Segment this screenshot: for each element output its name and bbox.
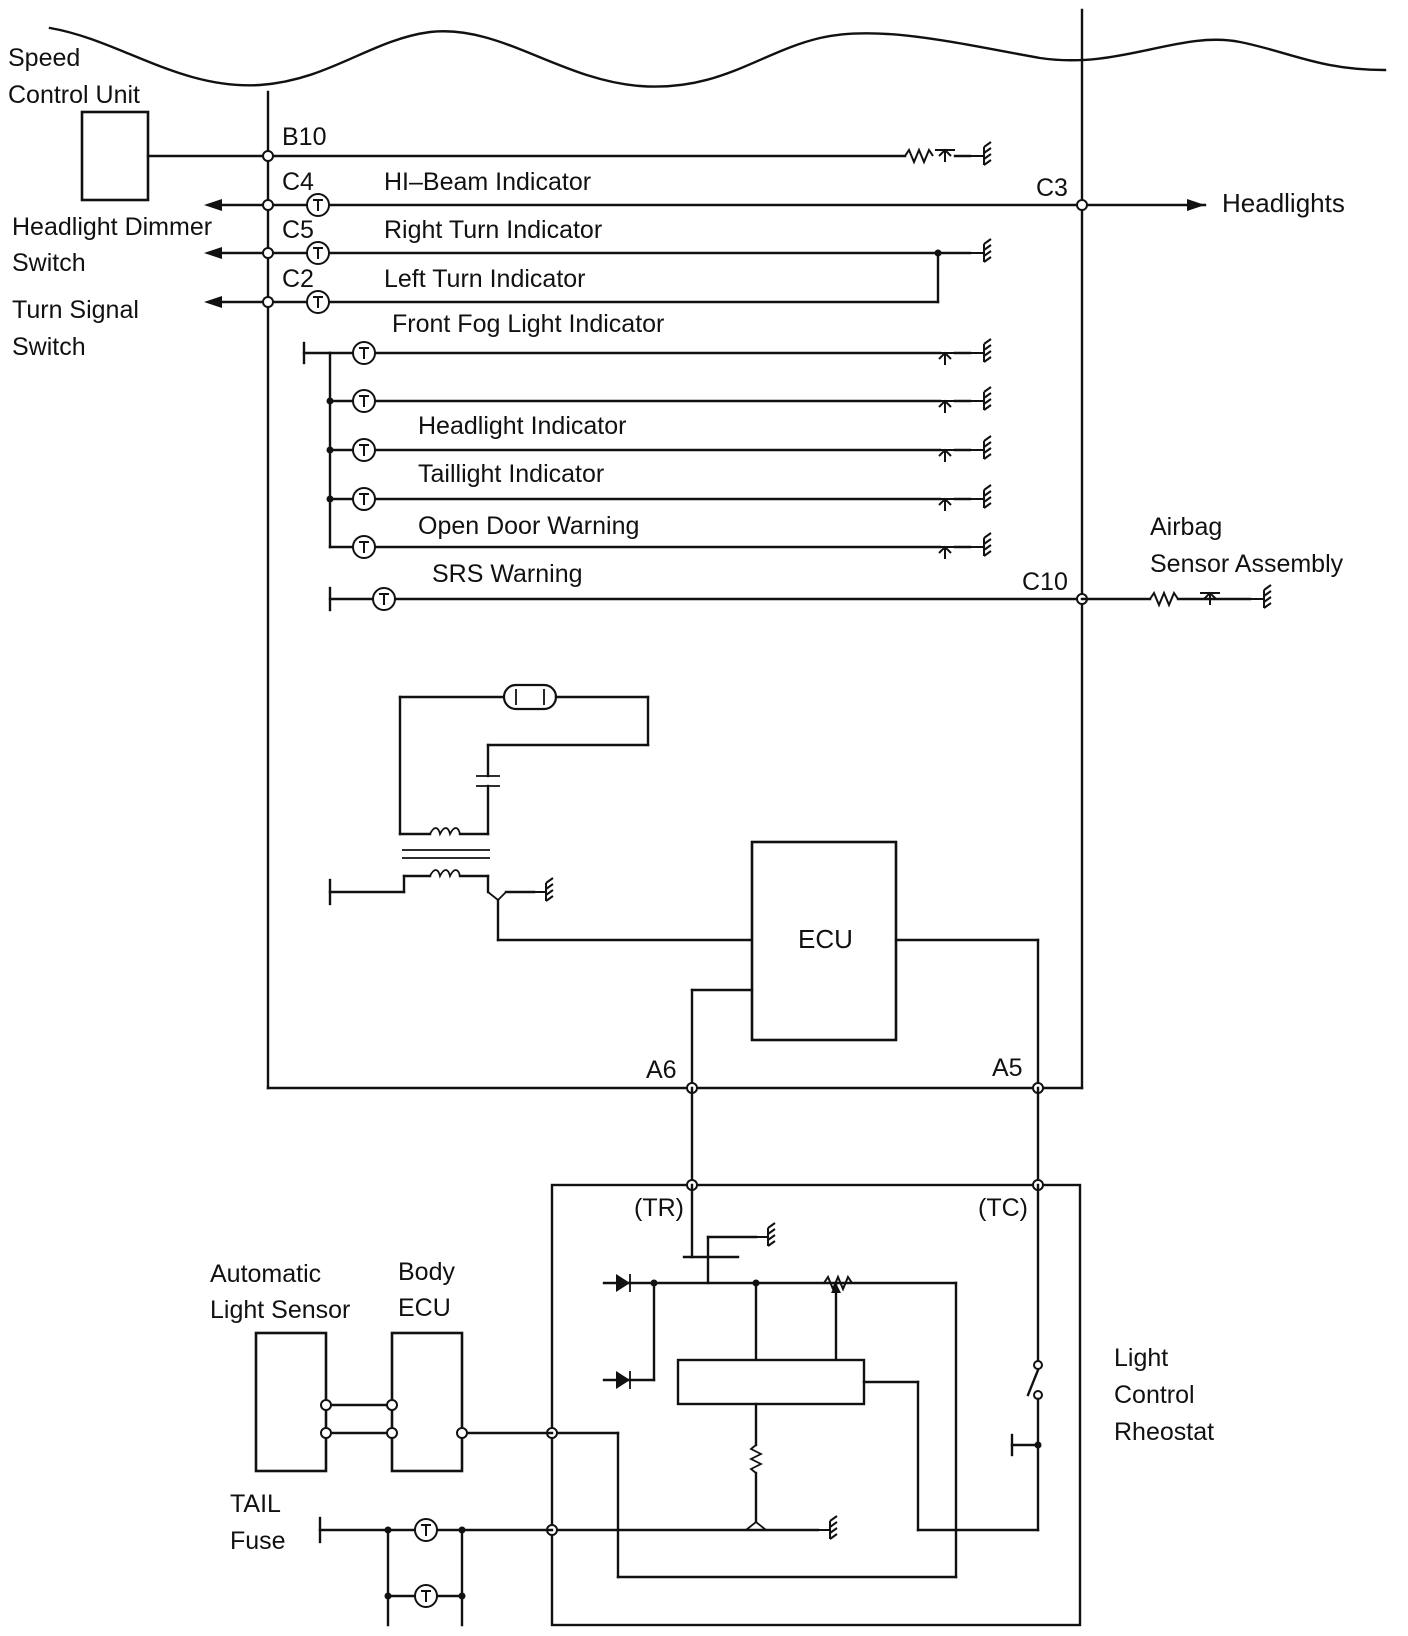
terminal-c3: C3 xyxy=(1036,174,1068,202)
turn-signal-switch-label-2: Switch xyxy=(12,333,86,361)
terminal-tr: (TR) xyxy=(634,1194,684,1222)
light-control-rheostat-label-1: Light xyxy=(1114,1344,1168,1372)
indicator-taillight-label: Taillight Indicator xyxy=(418,460,604,488)
headlights-label: Headlights xyxy=(1222,188,1345,218)
body-ecu-box xyxy=(390,1331,464,1473)
headlight-dimmer-switch-label-2: Switch xyxy=(12,249,86,277)
terminal-b10: B10 xyxy=(282,123,326,151)
light-control-rheostat-label-2: Control xyxy=(1114,1381,1195,1409)
indicator-right-turn-label: Right Turn Indicator xyxy=(384,216,602,244)
light-control-rheostat-box xyxy=(550,1183,1082,1627)
tail-fuse-label-1: TAIL xyxy=(230,1490,281,1518)
terminal-c2: C2 xyxy=(282,265,314,293)
headlight-dimmer-switch-label-1: Headlight Dimmer xyxy=(12,213,212,241)
terminal-tc: (TC) xyxy=(978,1194,1028,1222)
automatic-light-sensor-label-1: Automatic xyxy=(210,1260,321,1288)
terminal-a6: A6 xyxy=(646,1056,677,1084)
indicator-lines xyxy=(326,338,992,560)
rheostat-internal-circuit xyxy=(546,1183,1043,1579)
ecu-box xyxy=(750,840,898,1042)
indicator-left-turn-label: Left Turn Indicator xyxy=(384,265,586,293)
indicator-open-door-label: Open Door Warning xyxy=(418,512,639,540)
meter-cut-edge xyxy=(48,26,1387,88)
speed-control-unit-box xyxy=(80,110,150,202)
indicator-front-fog-label: Front Fog Light Indicator xyxy=(392,310,664,338)
indicator-headlight-label: Headlight Indicator xyxy=(418,412,626,440)
terminal-c5: C5 xyxy=(282,216,314,244)
indicator-srs-label: SRS Warning xyxy=(432,560,583,588)
turn-signal-switch-label-1: Turn Signal xyxy=(12,296,139,324)
speed-control-unit-label-1: Speed xyxy=(8,44,80,72)
speed-control-unit-label-2: Control Unit xyxy=(8,81,140,109)
terminal-a5: A5 xyxy=(992,1054,1023,1082)
automatic-light-sensor-box xyxy=(254,1331,328,1473)
terminal-c4: C4 xyxy=(282,168,314,196)
illumination-lamp-circuit xyxy=(328,683,754,942)
body-ecu-label-1: Body xyxy=(398,1258,455,1286)
airbag-sensor-label-1: Airbag xyxy=(1150,513,1222,541)
body-ecu-label-2: ECU xyxy=(398,1294,451,1322)
terminal-c10: C10 xyxy=(1022,568,1068,596)
ecu-label: ECU xyxy=(798,924,853,954)
tail-fuse-label-2: Fuse xyxy=(230,1527,286,1555)
automatic-light-sensor-label-2: Light Sensor xyxy=(210,1296,350,1324)
light-control-rheostat-label-3: Rheostat xyxy=(1114,1418,1214,1446)
airbag-sensor-label-2: Sensor Assembly xyxy=(1150,550,1344,578)
indicator-hi-beam-label: HI–Beam Indicator xyxy=(384,168,591,196)
